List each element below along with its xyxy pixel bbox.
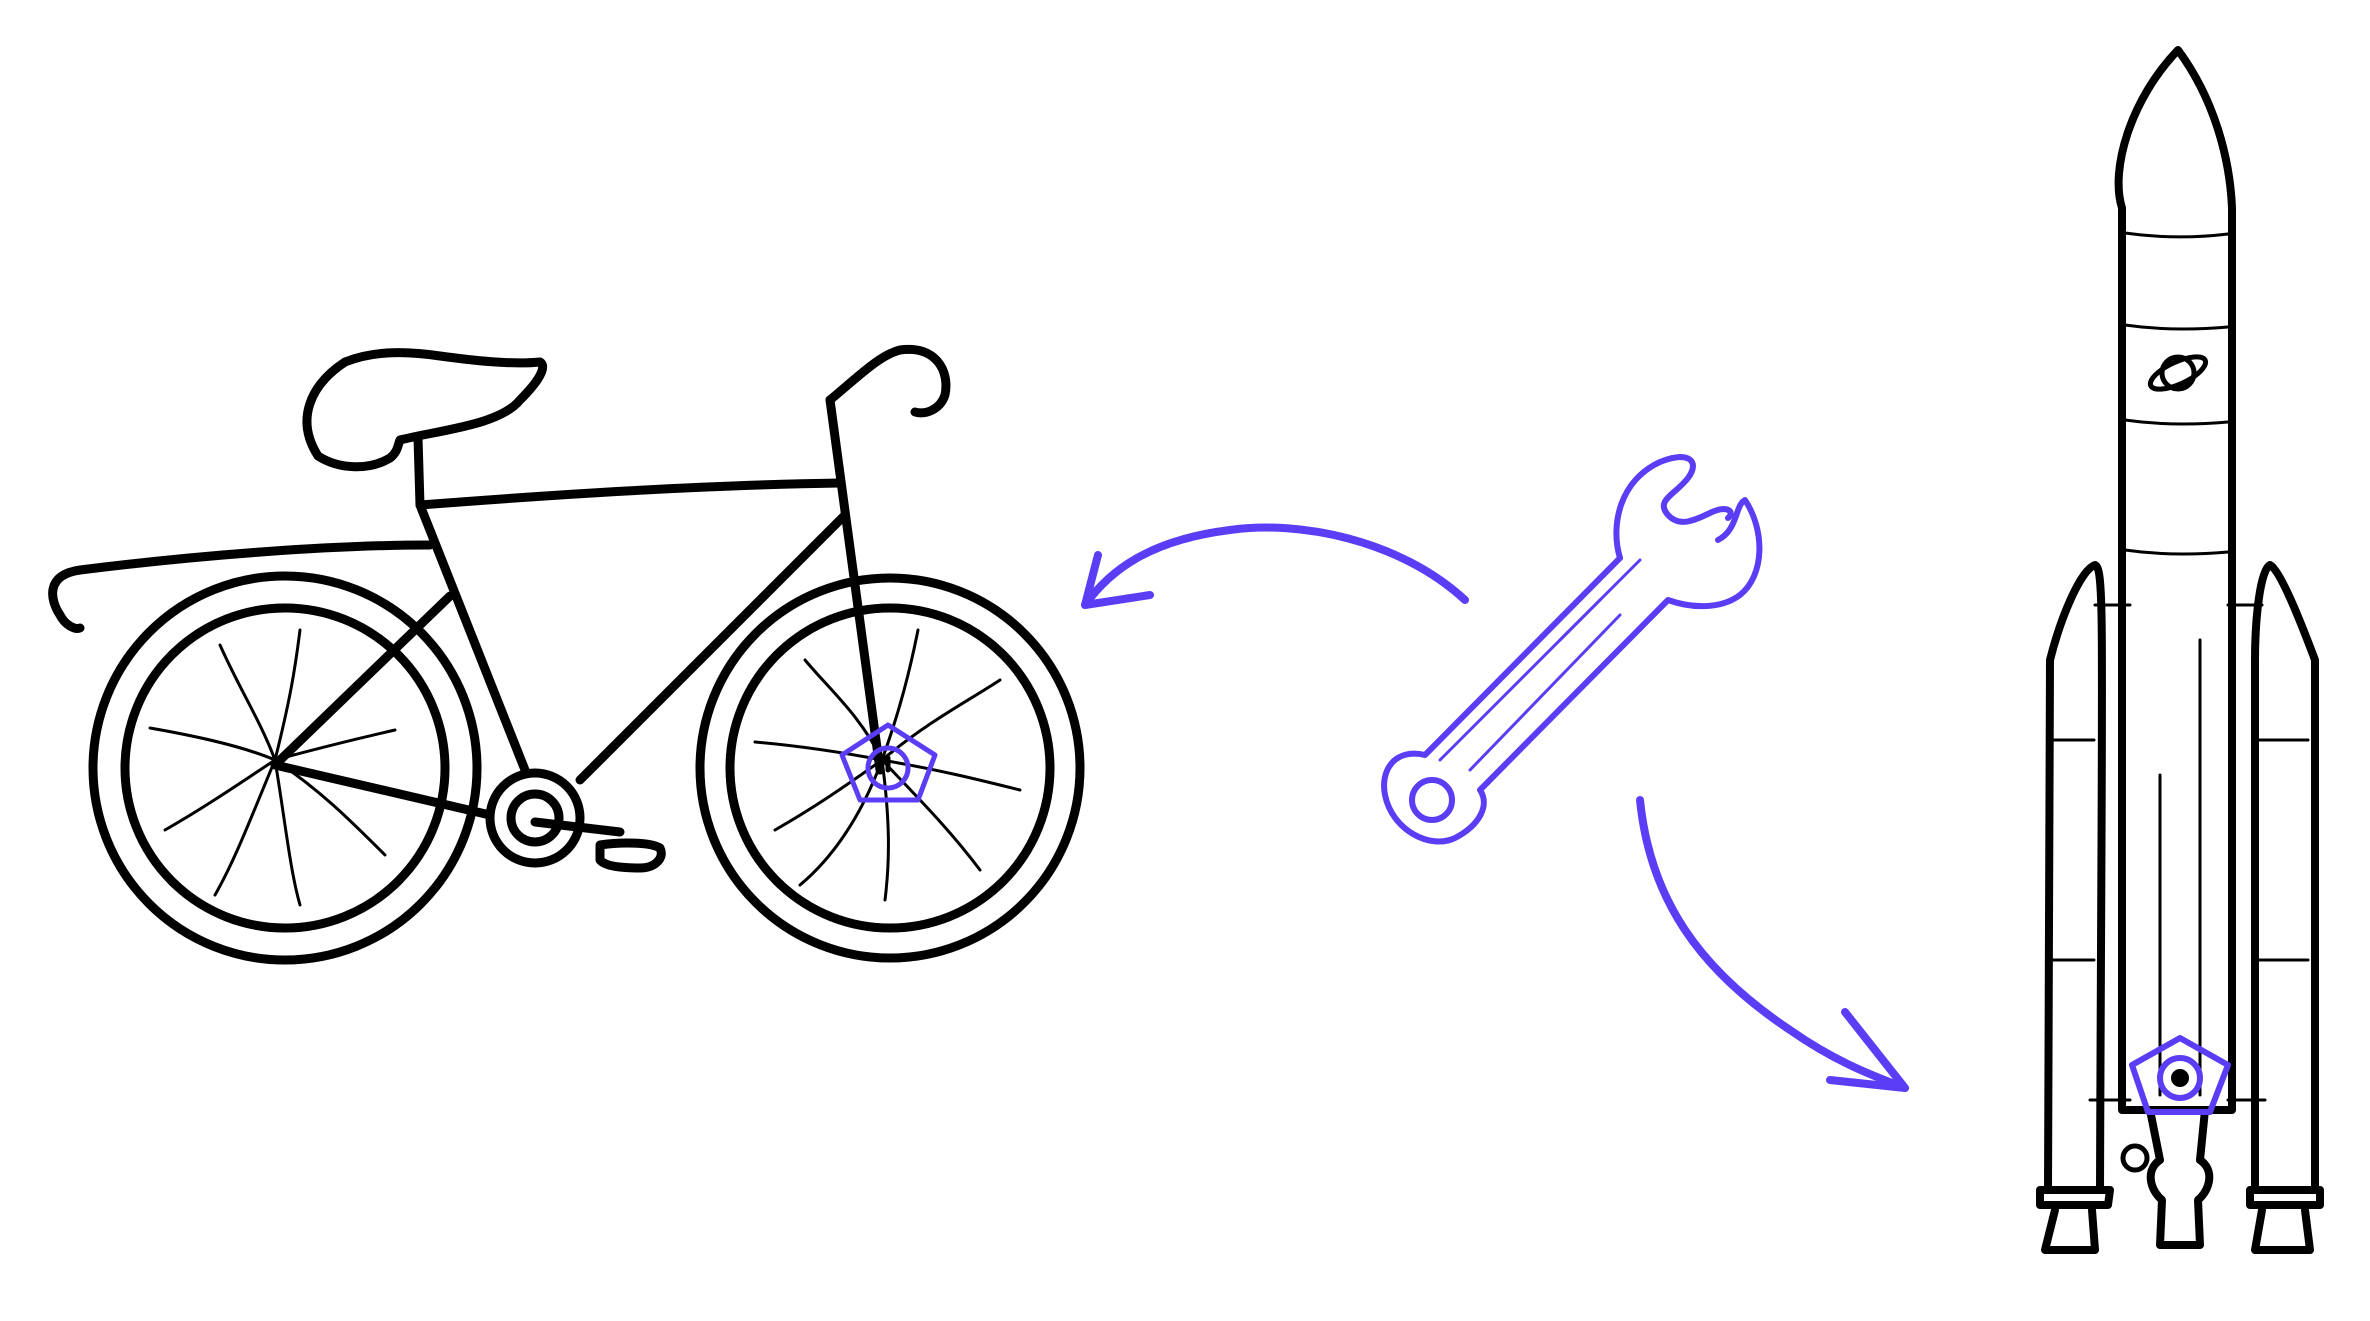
bicycle-icon [48, 344, 1085, 965]
pentagon-hub-icon [2129, 1035, 2231, 1115]
booster-left-nozzle [2036, 1186, 2114, 1209]
frame-fork [825, 395, 885, 775]
rear-wheel-outer [88, 571, 482, 965]
rocket-booster-left [2044, 561, 2107, 1194]
pedal [595, 838, 666, 873]
frame-top-tube [415, 478, 845, 510]
front-wheel-outer [695, 573, 1085, 963]
chainring-outer [485, 768, 585, 868]
rear-wheel-spokes [148, 628, 397, 907]
rocket-icon [2036, 46, 2324, 1254]
frame-seat-stay [270, 591, 455, 770]
pentagon-hub-icon [839, 722, 938, 803]
crank-arm [530, 817, 625, 837]
wrench-icon [1381, 454, 1763, 845]
rocket-core-lines [2123, 231, 2230, 1097]
rear-wheel-rim [120, 603, 450, 933]
frame-down-tube [575, 510, 850, 785]
front-wheel-rim [725, 603, 1055, 933]
seat-post [413, 433, 425, 510]
rocket-core-engine [2146, 1106, 2214, 1249]
frame-chain-stay [270, 760, 495, 820]
saddle [302, 348, 547, 472]
frame-seat-tube [415, 500, 530, 775]
booster-right-nozzle [2246, 1186, 2324, 1209]
curved-arrow-icon [1636, 796, 1909, 1092]
curved-arrow-icon [1081, 523, 1469, 609]
planet-ring-icon [2147, 354, 2209, 392]
rear-fender [48, 540, 435, 633]
rocket-booster-right [2251, 561, 2319, 1194]
handlebar [825, 344, 951, 418]
rocket-core [2114, 46, 2236, 1114]
chainring-inner [506, 789, 564, 847]
